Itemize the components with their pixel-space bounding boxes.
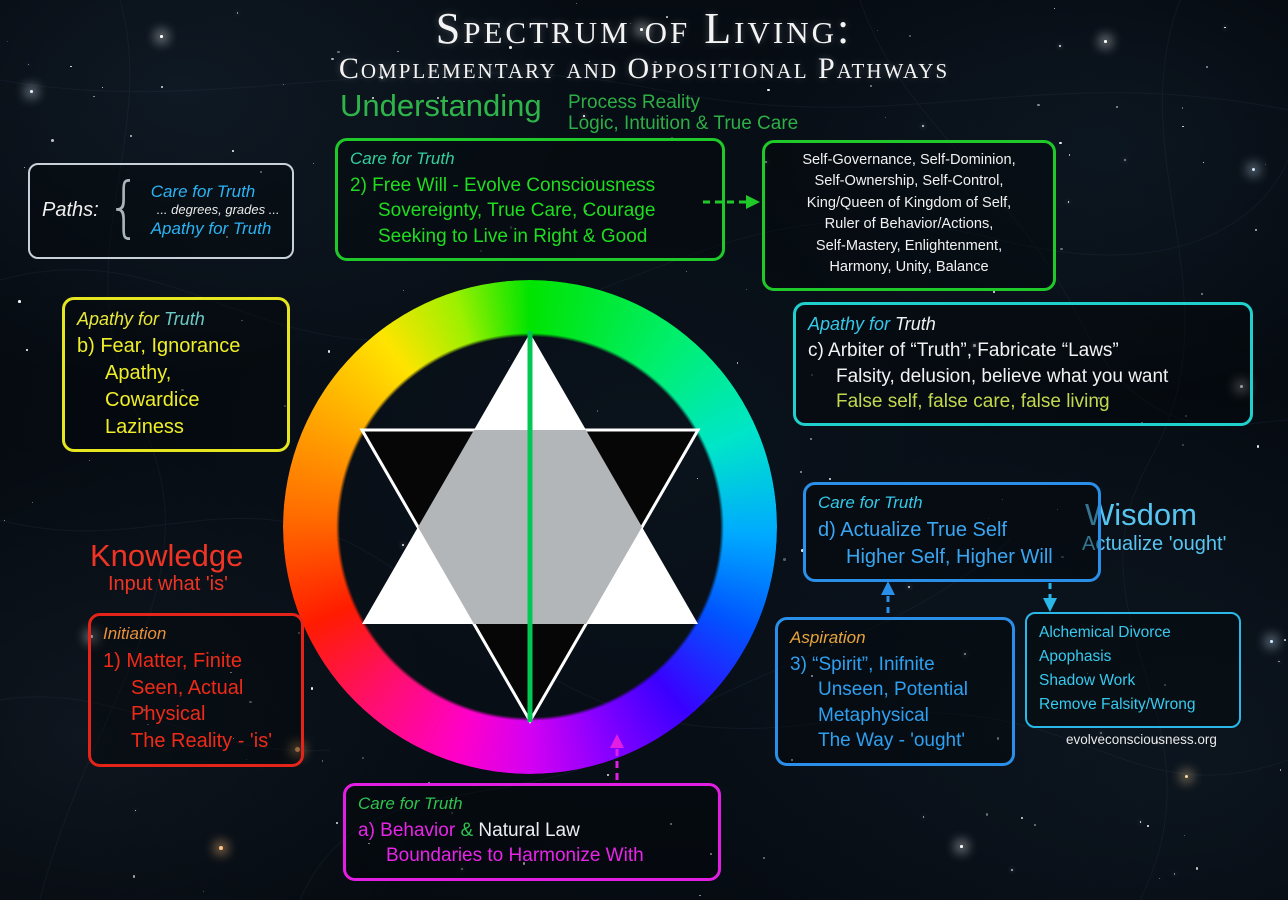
- actualize-box-label: Care for Truth: [818, 493, 923, 512]
- alchemical-line: Apophasis: [1039, 648, 1112, 666]
- paths-label: Paths:: [42, 198, 99, 221]
- actualize-line2: Higher Self, Higher Will: [846, 545, 1053, 568]
- aspiration-line2: Unseen, Potential: [818, 679, 968, 701]
- page-title: Spectrum of Living: Complementary and Op…: [0, 4, 1288, 87]
- apathy-fear-line2: Apathy,: [105, 361, 172, 384]
- understanding-subtitle-2: Logic, Intuition & True Care: [568, 113, 799, 134]
- apathy-arbiter-box: Apathy for Truth c) Arbiter of “Truth”, …: [793, 302, 1253, 427]
- paths-brace: {: [106, 168, 141, 246]
- self-governance-line: King/Queen of Kingdom of Self,: [806, 194, 1012, 211]
- natural-law-line1-rest: Natural Law: [473, 819, 580, 841]
- alchemical-line: Alchemical Divorce: [1039, 624, 1171, 641]
- free-will-line1: 2) Free Will - Evolve Consciousness: [350, 174, 656, 196]
- free-will-box: Care for Truth 2) Free Will - Evolve Con…: [335, 138, 725, 262]
- natural-law-line1-behavior: a) Behavior: [358, 819, 461, 841]
- actualize-true-self-box: Care for Truth d) Actualize True Self Hi…: [803, 482, 1101, 583]
- paths-legend-box: Paths: { Care for Truth ... degrees, gra…: [28, 163, 294, 259]
- aspiration-box-label: Aspiration: [790, 628, 866, 647]
- alchemical-divorce-box: Alchemical Divorce Apophasis Shadow Work…: [1025, 612, 1241, 729]
- apathy-fear-box: Apathy for Truth b) Fear, Ignorance Apat…: [62, 297, 290, 453]
- alchemical-line: Shadow Work: [1039, 672, 1136, 690]
- paths-degrees: ... degrees, grades ...: [156, 201, 280, 217]
- understanding-heading: Understanding: [340, 88, 542, 123]
- self-governance-line: Harmony, Unity, Balance: [829, 259, 989, 276]
- initiation-line4: The Reality - 'is': [131, 730, 273, 753]
- title-line1: Spectrum of Living:: [435, 4, 853, 53]
- self-governance-line: Self-Governance, Self-Dominion,: [802, 152, 1016, 168]
- apathy-arbiter-box-label: Apathy for Truth: [808, 312, 1238, 336]
- apathy-fear-line1: b) Fear, Ignorance: [77, 335, 241, 358]
- self-governance-line: Ruler of Behavior/Actions,: [824, 216, 994, 233]
- self-governance-line: Self-Ownership, Self-Control,: [814, 173, 1004, 190]
- natural-law-box: Care for Truth a) Behavior & Natural Law…: [343, 783, 721, 881]
- aspiration-box: Aspiration 3) “Spirit”, Inifnite Unseen,…: [775, 617, 1015, 766]
- initiation-line1: 1) Matter, Finite: [103, 649, 242, 672]
- apathy-label-prefix: Apathy for: [77, 309, 165, 329]
- apathy-label-word: Truth: [164, 309, 205, 329]
- free-will-line2: Sovereignty, True Care, Courage: [378, 200, 656, 222]
- aspiration-line1: 3) “Spirit”, Inifnite: [790, 653, 935, 675]
- apathy-fear-box-label: Apathy for Truth: [77, 307, 275, 331]
- apathy-arbiter-line3: False self, false care, false living: [836, 391, 1110, 413]
- paths-care-for-truth: Care for Truth: [150, 181, 256, 201]
- initiation-box: Initiation 1) Matter, Finite Seen, Actua…: [88, 613, 304, 767]
- natural-law-box-label: Care for Truth: [358, 794, 463, 813]
- natural-law-line2: Boundaries to Harmonize With: [386, 845, 644, 867]
- wisdom-heading: Wisdom: [1085, 497, 1197, 532]
- title-line2: Complementary and Oppositional Pathways: [338, 52, 950, 86]
- initiation-line3: Physical: [131, 703, 206, 726]
- arbiter-label-word: Truth: [895, 314, 936, 334]
- alchemical-line: Remove Falsity/Wrong: [1039, 696, 1196, 714]
- aspiration-line3: Metaphysical: [818, 704, 929, 726]
- free-will-box-label: Care for Truth: [350, 149, 455, 168]
- site-url: evolveconsciousness.org: [1066, 732, 1217, 747]
- paths-apathy-for-truth: Apathy for Truth: [150, 219, 272, 239]
- self-governance-box: Self-Governance, Self-Dominion, Self-Own…: [762, 140, 1056, 291]
- arbiter-label-prefix: Apathy for: [808, 314, 896, 334]
- self-governance-line: Self-Mastery, Enlightenment,: [815, 237, 1003, 254]
- initiation-box-label: Initiation: [103, 624, 167, 643]
- apathy-arbiter-line1: c) Arbiter of “Truth”, Fabricate “Laws”: [808, 340, 1119, 362]
- natural-law-line1: a) Behavior & Natural Law: [358, 818, 706, 843]
- wisdom-subtitle: Actualize 'ought': [1082, 533, 1227, 555]
- initiation-line2: Seen, Actual: [131, 676, 244, 699]
- aspiration-line4: The Way - 'ought': [818, 730, 965, 752]
- knowledge-heading: Knowledge: [90, 538, 244, 573]
- apathy-fear-line4: Laziness: [105, 415, 184, 438]
- free-will-line3: Seeking to Live in Right & Good: [378, 225, 648, 247]
- understanding-subtitle-1: Process Reality: [568, 92, 700, 113]
- apathy-fear-line3: Cowardice: [105, 388, 200, 411]
- actualize-line1: d) Actualize True Self: [818, 518, 1007, 541]
- apathy-arbiter-line2: Falsity, delusion, believe what you want: [836, 365, 1169, 387]
- knowledge-subtitle: Input what 'is': [108, 573, 228, 595]
- natural-law-line1-amp: &: [460, 819, 474, 841]
